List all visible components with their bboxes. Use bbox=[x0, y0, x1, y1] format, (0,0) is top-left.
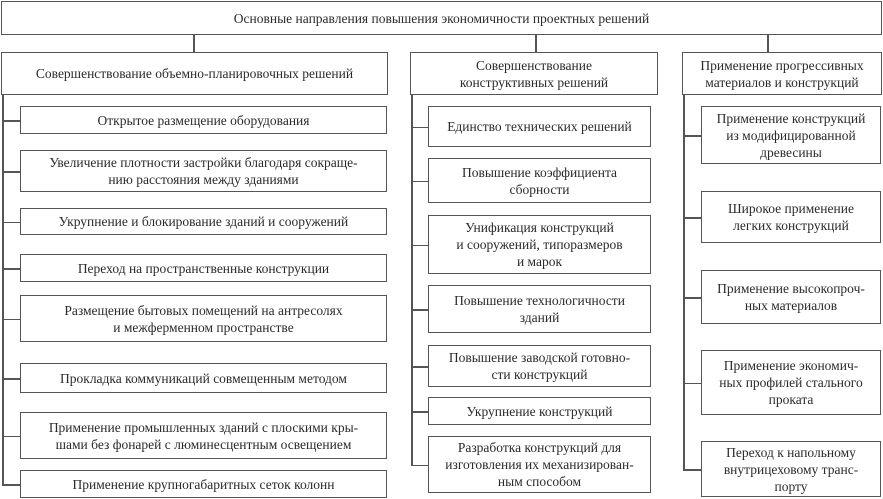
list-item: Разработка конструкций для изготовления … bbox=[428, 436, 651, 493]
column-header: Применение прогрессивных материалов и ко… bbox=[682, 52, 882, 95]
branch-connector bbox=[411, 411, 428, 413]
list-item: Повышение коэффициента сборности bbox=[428, 158, 651, 203]
branch-connector bbox=[411, 180, 428, 182]
branch-connector bbox=[411, 366, 428, 368]
branch-connector bbox=[683, 382, 701, 384]
column-header: Совершенствование конструктивных решений bbox=[410, 52, 658, 95]
list-item: Повышение заводской готовно- сти констру… bbox=[428, 345, 651, 387]
list-item: Унификация конструкций и сооружений, тип… bbox=[428, 215, 651, 274]
list-item: Применение конструкций из модифицированн… bbox=[701, 106, 881, 164]
branch-connector bbox=[2, 435, 20, 437]
branch-connector bbox=[683, 217, 701, 219]
list-item: Повышение технологичности зданий bbox=[428, 285, 651, 333]
list-item: Переход на пространственные конструкции bbox=[20, 254, 387, 282]
column-header: Совершенствование объемно-планировочных … bbox=[1, 52, 388, 95]
branch-connector bbox=[2, 484, 20, 486]
branch-connector bbox=[2, 221, 20, 223]
spine-connector bbox=[2, 95, 4, 484]
list-item: Размещение бытовых помещений на антресол… bbox=[20, 295, 387, 342]
spine-connector bbox=[683, 95, 685, 469]
list-item: Переход к напольному внутрицеховому тран… bbox=[701, 441, 881, 497]
spine-connector bbox=[411, 95, 413, 465]
list-item: Укрупнение и блокирование зданий и соору… bbox=[20, 208, 387, 235]
branch-connector bbox=[2, 171, 20, 173]
branch-connector bbox=[2, 120, 20, 122]
branch-connector bbox=[2, 268, 20, 270]
list-item: Открытое размещение оборудования bbox=[20, 106, 387, 134]
branch-connector bbox=[411, 244, 428, 246]
list-item: Увеличение плотности застройки благодаря… bbox=[20, 150, 387, 192]
branch-connector bbox=[683, 469, 701, 471]
connector bbox=[767, 35, 769, 53]
list-item: Применение высокопроч- ных материалов bbox=[701, 270, 881, 324]
branch-connector bbox=[2, 378, 20, 380]
branch-connector bbox=[683, 135, 701, 137]
list-item: Применение экономич- ных профилей стальн… bbox=[701, 350, 881, 415]
connector bbox=[535, 35, 537, 53]
branch-connector bbox=[411, 464, 428, 466]
branch-connector bbox=[411, 126, 428, 128]
root-node: Основные направления повышения экономичн… bbox=[1, 1, 882, 35]
connector bbox=[193, 35, 195, 53]
list-item: Широкое применение легких конструкций bbox=[701, 191, 881, 243]
list-item: Прокладка коммуникаций совмещенным метод… bbox=[20, 363, 387, 393]
list-item: Применение крупногабаритных сеток колонн bbox=[20, 470, 387, 498]
list-item: Единство технических решений bbox=[428, 106, 651, 147]
list-item: Применение промышленных зданий с плоским… bbox=[20, 412, 387, 459]
list-item: Укрупнение конструкций bbox=[428, 397, 651, 425]
branch-connector bbox=[683, 297, 701, 299]
branch-connector bbox=[411, 309, 428, 311]
branch-connector bbox=[2, 318, 20, 320]
